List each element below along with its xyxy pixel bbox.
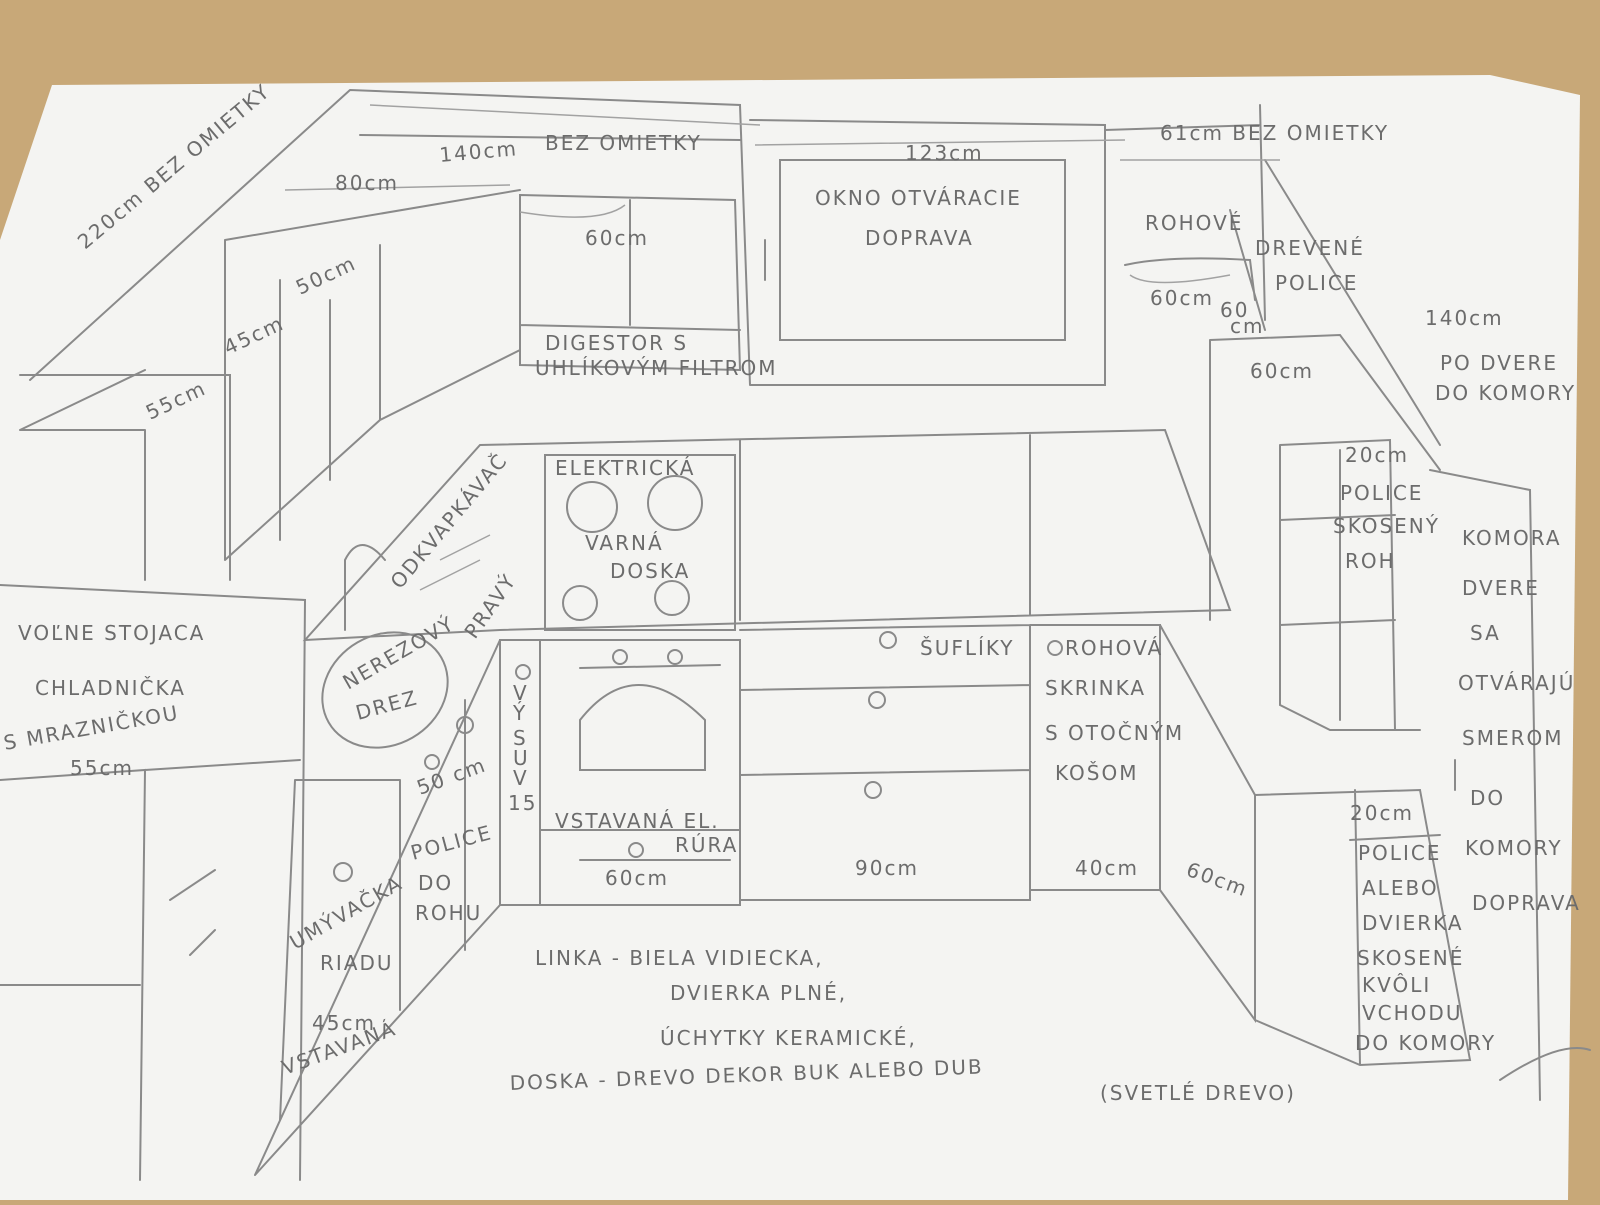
label-dishwasher-3: 45cm [312,1011,376,1035]
label-corner-cabinet-4: KOŠOM [1055,761,1138,785]
label-pullout-3: S [513,726,528,750]
label-notes-2: DVIERKA PLNÉ, [670,981,847,1005]
label-oven-1: VSTAVANÁ EL. [555,809,720,833]
label-pantry-2: DVERE [1462,576,1540,600]
label-shelf-or-doors-4: SKOSENÉ [1357,946,1464,970]
label-tall-60: 60cm [1250,359,1314,383]
label-corner-shelves-1: ROHOVÉ [1145,211,1243,235]
label-oven-2: RÚRA [675,833,738,857]
label-shelf-or-doors-5: KVÔLI [1362,973,1431,997]
label-corner-shelves-2: DREVENÉ [1255,236,1365,260]
label-window-1: OKNO OTVÁRACIE [815,186,1022,210]
label-width-123: 123cm [905,141,984,165]
label-corner-shelf-2: DO [418,871,453,895]
label-shelf-60b: 60 [1220,298,1249,322]
label-pantry-6: DO [1470,786,1505,810]
label-shelf-or-doors-3: DVIERKA [1362,911,1464,935]
label-to-door-1: 140cm [1425,306,1504,330]
label-shelf-skoseny-3: ROH [1345,549,1396,573]
label-pantry-4: OTVÁRAJÚ [1458,671,1575,695]
label-fridge-width: 55cm [70,756,134,780]
label-shelf-skoseny-1: POLICE [1340,481,1423,505]
label-to-door-2: PO DVERE [1440,351,1558,375]
label-shelf-or-doors-2: ALEBO [1362,876,1439,900]
label-corner-shelf-3: ROHU [415,901,482,925]
label-pullout-5: V [513,766,529,790]
label-corner-cabinet-3: S OTOČNÝM [1045,721,1184,745]
label-shelf-20b: 20cm [1350,801,1414,825]
label-shelf-or-doors-6: VCHODU [1362,1001,1462,1025]
label-corner-cabinet-2: SKRINKA [1045,676,1146,700]
label-shelf-60a: 60cm [1150,286,1214,310]
label-hood-width: 60cm [585,226,649,250]
label-hood-1: DIGESTOR S [545,331,688,355]
label-hob-1: ELEKTRICKÁ [555,456,695,480]
label-to-door-3: DO KOMORY [1435,381,1576,405]
label-pantry-8: DOPRAVA [1472,891,1581,915]
label-notes-1: LINKA - BIELA VIDIECKA, [535,946,824,970]
label-pullout-1: V [513,681,529,705]
label-width-80: 80cm [335,171,399,195]
label-pullout-2: Ý [512,701,527,725]
label-window-2: DOPRAVA [865,226,974,250]
label-notes-5: (SVETLÉ DREVO) [1100,1081,1296,1105]
label-pullout-6: 15 [508,791,537,815]
label-corner-cabinet-width: 40cm [1075,856,1139,880]
label-corner-shelves-3: POLICE [1275,271,1358,295]
label-pantry-1: KOMORA [1462,526,1562,550]
label-drawers-width: 90cm [855,856,919,880]
label-fridge-1: VOĽNE STOJACA [18,621,205,645]
label-hob-2: VARNÁ [585,531,664,555]
label-width-61: 61cm BEZ OMIETKY [1160,121,1389,145]
label-dishwasher-2: RIADU [320,951,394,975]
label-drawers: ŠUFLÍKY [920,636,1015,660]
label-shelf-or-doors-7: DO KOMORY [1355,1031,1496,1055]
label-hood-2: UHLÍKOVÝM FILTROM [535,356,778,380]
label-pantry-3: SA [1470,621,1501,645]
label-pantry-7: KOMORY [1465,836,1563,860]
label-pantry-5: SMEROM [1462,726,1563,750]
label-pullout-4: U [513,746,530,770]
label-corner-cabinet-1: ROHOVÁ [1065,636,1163,660]
label-notes-3: ÚCHYTKY KERAMICKÉ, [660,1026,917,1050]
label-hob-3: DOSKA [610,559,690,583]
label-shelf-60b-unit: cm [1230,314,1264,338]
pencil-lines [0,89,1591,1181]
label-shelf-skoseny-2: SKOSENÝ [1333,514,1440,538]
label-bez-omietky: BEZ OMIETKY [545,131,702,155]
label-shelf-20a: 20cm [1345,443,1409,467]
label-shelf-or-doors-1: POLICE [1358,841,1441,865]
paper-sheet [0,75,1580,1200]
label-oven-3: 60cm [605,866,669,890]
label-fridge-2: CHLADNIČKA [35,676,186,700]
